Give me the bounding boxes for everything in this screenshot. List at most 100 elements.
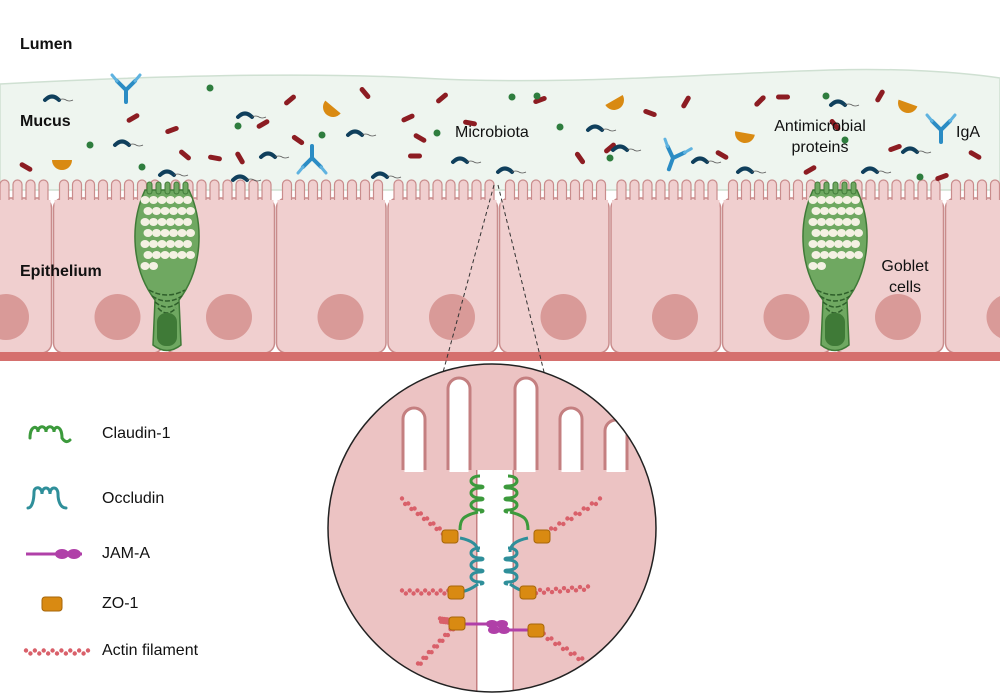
rod-bacterium (803, 165, 817, 175)
nucleus (94, 294, 141, 340)
iga-label: IgA (956, 124, 981, 141)
rod-bacterium (681, 95, 691, 109)
zo-1-protein (447, 585, 465, 600)
curved-bacterium (691, 156, 709, 164)
rod-bacterium (291, 134, 305, 146)
zo-1-protein (441, 529, 459, 544)
claudin-1-chains (458, 474, 530, 531)
antimicrobial-line1: Antimicrobial (774, 118, 866, 135)
curved-bacterium (861, 166, 879, 174)
coccus (138, 163, 146, 171)
rod-bacterium (776, 94, 790, 100)
actin-filaments (399, 496, 603, 667)
claudin-right (503, 474, 519, 514)
mucus-layer (0, 68, 1000, 191)
curved-bacterium (611, 144, 629, 152)
rod-bacterium (126, 113, 140, 123)
curved-bacterium (829, 99, 847, 107)
basement-membrane (0, 352, 1000, 361)
curved-bacterium (236, 111, 254, 119)
rod-bacterium (413, 133, 427, 143)
legend-occludin: Occludin (102, 490, 165, 507)
coccus (822, 92, 830, 100)
curved-bacterium (451, 156, 469, 164)
nucleus (763, 294, 810, 340)
epithelial-cell (387, 179, 499, 354)
coccus (508, 93, 516, 101)
rod-bacterium (284, 94, 296, 106)
legend-icons (23, 425, 91, 656)
antimicrobial-protein (735, 131, 755, 143)
occludin-icon (26, 486, 68, 510)
zo-1-protein (519, 585, 537, 600)
lumen-label: Lumen (20, 36, 73, 53)
curved-bacterium (736, 166, 754, 174)
antimicrobial-protein (898, 99, 918, 113)
goblet-cells (134, 181, 868, 352)
rod-bacterium (888, 143, 902, 153)
microbiota-label: Microbiota (455, 124, 529, 141)
mucus-label: Mucus (20, 113, 71, 130)
rod-bacterium (574, 151, 586, 165)
coccus (234, 122, 242, 130)
rod-bacterium (533, 95, 547, 105)
rod-bacterium (875, 89, 885, 103)
zoom-line-left (441, 184, 495, 377)
goblet-cells-label: Goblet cells (870, 256, 940, 298)
rod-bacterium (935, 172, 949, 182)
rod-bacterium (179, 149, 191, 161)
rod-bacterium (643, 108, 657, 118)
zo-1-protein (448, 616, 466, 631)
curved-bacterium (231, 174, 249, 182)
goblet-cell (802, 181, 868, 352)
epithelial-cell (498, 179, 610, 354)
rod-bacterium (408, 153, 422, 159)
curved-bacterium (158, 169, 176, 177)
occludin-right (503, 546, 519, 586)
nucleus (540, 294, 587, 340)
coccus (916, 173, 924, 181)
nucleus (429, 294, 475, 340)
zo-1-proteins (441, 529, 551, 638)
curved-bacterium (43, 94, 61, 102)
zoom-left-cell (328, 410, 410, 470)
rod-bacterium (463, 119, 477, 127)
rod-bacterium (715, 150, 729, 160)
rod-bacterium (968, 150, 982, 160)
rod-bacterium (436, 92, 448, 104)
jam-a-proteins (462, 620, 530, 634)
coccus (318, 131, 326, 139)
goblet-nucleus (825, 313, 845, 346)
goblet-cell (134, 181, 200, 352)
nucleus (317, 294, 364, 340)
rod-bacterium (754, 95, 766, 107)
occludin-left (469, 546, 485, 586)
nucleus (986, 296, 1000, 338)
rod-bacterium (256, 119, 270, 129)
legend-claudin-1: Claudin-1 (102, 425, 171, 442)
nucleus (875, 294, 921, 340)
rod-bacterium (165, 125, 179, 135)
zo-1-protein (533, 529, 551, 544)
zo-1-icon (41, 596, 63, 612)
epithelial-cell (944, 179, 1000, 354)
rod-bacterium (829, 119, 841, 131)
curved-bacterium (259, 151, 277, 159)
goblet-line1: Goblet (881, 258, 929, 275)
antimicrobial-protein (52, 160, 72, 170)
epithelial-cell (0, 179, 53, 354)
curved-bacterium (901, 146, 919, 154)
rod-bacterium (208, 154, 222, 162)
antimicrobial-proteins-label: Antimicrobial proteins (760, 116, 880, 158)
antimicrobial-protein (323, 100, 341, 117)
rod-bacterium (401, 113, 415, 123)
antimicrobial-protein (605, 95, 624, 110)
curved-bacterium (496, 166, 514, 174)
epithelial-cell (275, 179, 387, 354)
curved-bacterium (346, 129, 364, 137)
nucleus (206, 294, 252, 340)
rod-bacterium (604, 142, 616, 154)
epithelial-cell (610, 179, 722, 354)
tight-junction-zoom (327, 363, 657, 693)
